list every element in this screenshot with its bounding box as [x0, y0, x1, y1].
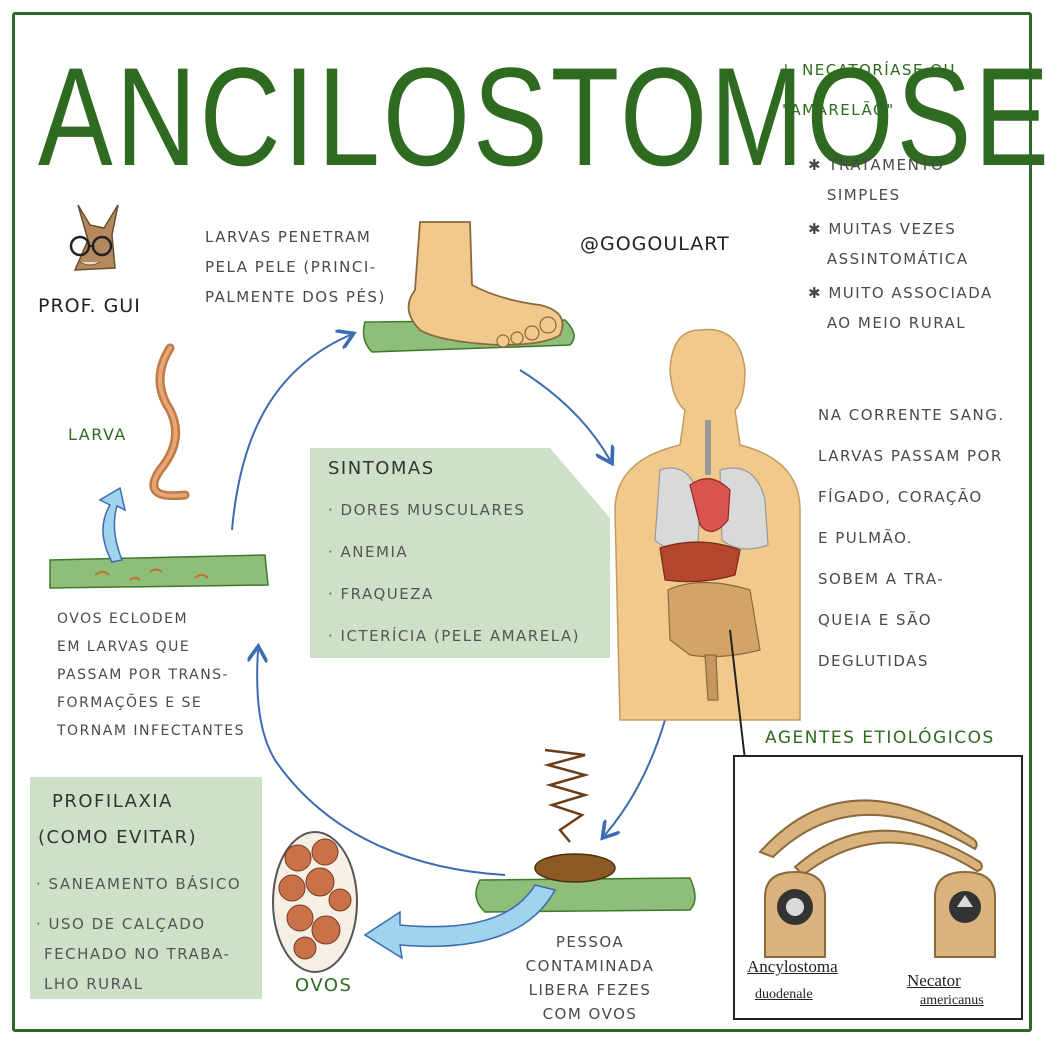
prophylaxis-title: Profilaxia [52, 791, 173, 812]
agents-panel: Ancylostoma duodenale Necator americanus [733, 755, 1023, 1020]
prophylaxis-panel: Profilaxia (como evitar) · Saneamento bá… [30, 777, 262, 999]
prophylaxis-item: · Saneamento básico [36, 869, 241, 899]
cycle-arrow-foot-to-body [520, 370, 610, 460]
human-body-illustration [615, 330, 800, 721]
symptoms-title: Sintomas [328, 458, 580, 479]
worms-illustration [735, 757, 1025, 1022]
symptom-item: · Icterícia (pele amarela) [328, 615, 580, 657]
smell-squiggle [545, 750, 585, 842]
agents-title: Agentes etiológicos [765, 728, 995, 748]
egg-illustration [273, 832, 357, 972]
feces-illustration [476, 750, 695, 912]
mascot-icon [71, 205, 118, 270]
prophylaxis-item-cont: lho rural [36, 969, 241, 999]
prophylaxis-subtitle: (como evitar) [38, 827, 197, 848]
prophylaxis-item: · Uso de calçado [36, 909, 241, 939]
hatch-arrow [100, 488, 125, 562]
species-genus-1: Ancylostoma [747, 957, 838, 977]
species-epithet-2: americanus [920, 993, 984, 1009]
symptoms-panel: Sintomas · Dores musculares · Anemia · F… [310, 448, 610, 658]
ground-with-larvae [50, 555, 268, 588]
species-epithet-1: duodenale [755, 987, 813, 1003]
prophylaxis-item-cont: fechado no traba- [36, 939, 241, 969]
symptom-item: · Fraqueza [328, 573, 580, 615]
foot-illustration [364, 222, 574, 352]
symptom-item: · Dores musculares [328, 489, 580, 531]
species-genus-2: Necator [907, 971, 961, 991]
symptom-item: · Anemia [328, 531, 580, 573]
cycle-arrow-body-to-feces [605, 720, 665, 835]
release-arrow [365, 885, 555, 958]
